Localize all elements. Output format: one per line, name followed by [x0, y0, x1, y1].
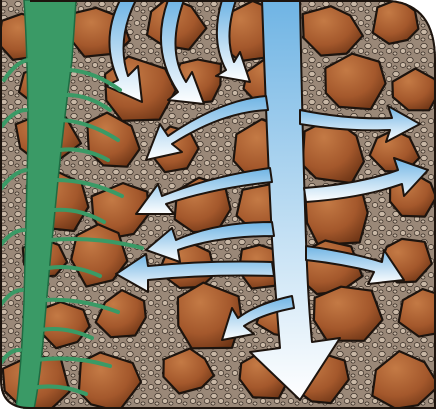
soil-particle-icon	[314, 287, 383, 341]
